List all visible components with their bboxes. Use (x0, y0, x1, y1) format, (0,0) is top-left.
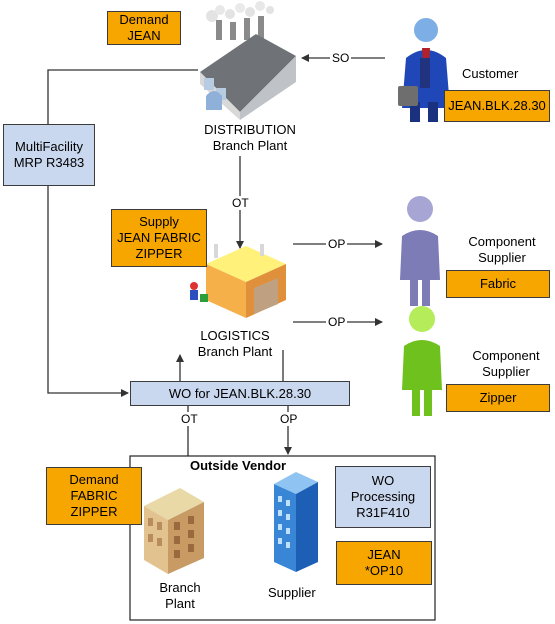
wo-processing-box: WO Processing R31F410 (335, 466, 431, 528)
fabric-supplier-label: Component Supplier (468, 234, 536, 265)
so-label: SO (330, 51, 352, 65)
ot-label-top: OT (230, 196, 251, 210)
demand-jean-box: Demand JEAN (107, 11, 181, 45)
customer-label: Customer (462, 66, 519, 81)
supplier-building-icon (274, 472, 318, 572)
op-label-bottom: OP (278, 412, 300, 426)
outside-vendor-frame (129, 455, 436, 621)
distribution-branch-plant-label: DISTRIBUTION Branch Plant (204, 122, 296, 153)
work-order-box: WO for JEAN.BLK.28.30 (130, 381, 350, 406)
mrp-input-line (47, 69, 198, 124)
logistics-branch-plant-label: LOGISTICS Branch Plant (197, 328, 273, 359)
supplier-label: Supplier (268, 585, 316, 600)
work-order-label: WO for JEAN.BLK.28.30 (168, 385, 312, 401)
branch-plant-building-icon (144, 488, 204, 574)
demand-jean-line1: Demand (119, 12, 169, 27)
op-label-fabric: OP (326, 237, 348, 251)
demand-jean-line2: JEAN (127, 28, 161, 43)
zipper-supplier-label: Component Supplier (472, 348, 540, 379)
zipper-item-box: Zipper (446, 384, 550, 412)
fabric-item: Fabric (479, 276, 517, 291)
customer-icon (398, 18, 450, 122)
demand-fabric-zipper-box: Demand FABRIC ZIPPER (46, 467, 142, 525)
ot-label-bottom: OT (179, 412, 200, 426)
fabric-supplier-icon (400, 196, 440, 306)
mrp-line1: MultiFacility (15, 139, 83, 154)
customer-item-box: JEAN.BLK.28.30 (444, 90, 550, 122)
warehouse-icon (190, 244, 286, 318)
mrp-output-arrow (47, 186, 129, 397)
outside-vendor-title: Outside Vendor (190, 458, 287, 473)
jean-op10-box: JEAN *OP10 (336, 541, 432, 585)
branch-plant-label: Branch Plant (159, 580, 201, 611)
customer-item: JEAN.BLK.28.30 (448, 98, 546, 113)
zipper-item: Zipper (479, 390, 517, 405)
factory-icon (200, 1, 296, 120)
fabric-item-box: Fabric (446, 270, 550, 298)
op-label-zipper: OP (326, 315, 348, 329)
supply-box: Supply JEAN FABRIC ZIPPER (111, 209, 207, 267)
zipper-supplier-icon (402, 306, 442, 416)
mrp-box: MultiFacility MRP R3483 (3, 124, 95, 186)
mrp-line2: MRP R3483 (13, 155, 85, 170)
